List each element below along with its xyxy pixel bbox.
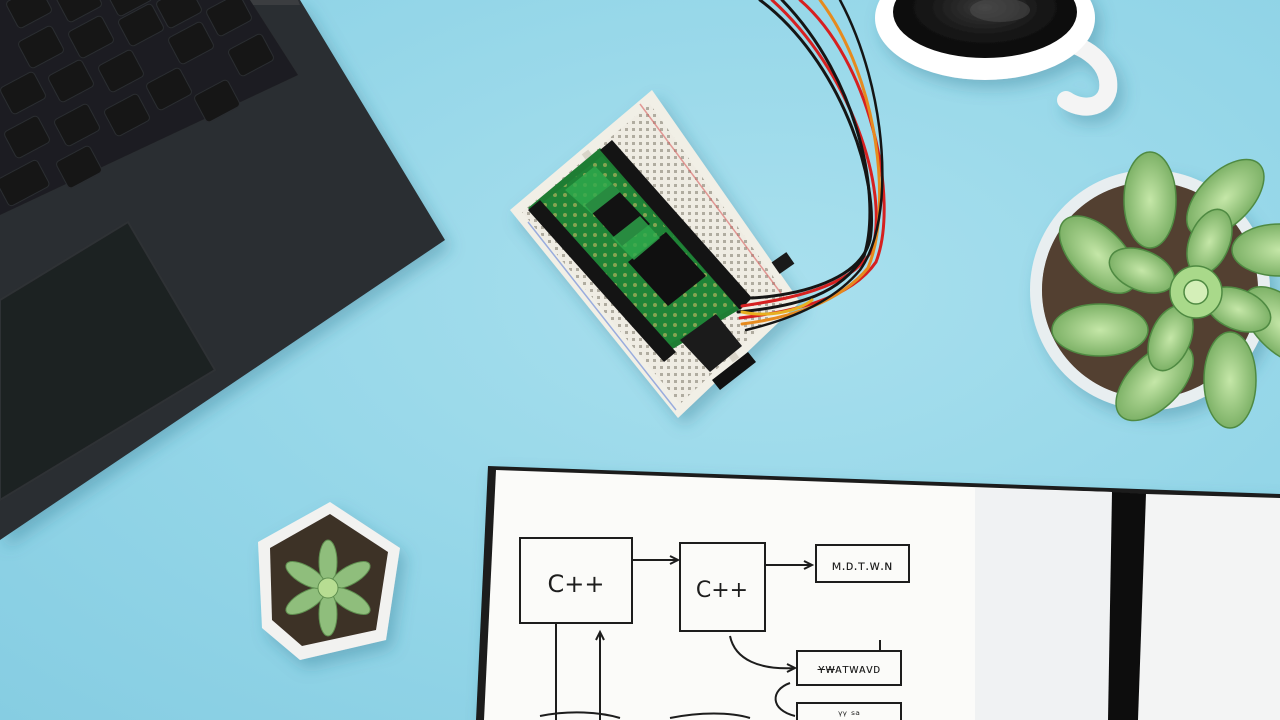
diagram-box-2-label: C++ [696, 578, 748, 603]
notebook-spine [1108, 492, 1146, 720]
laptop [0, 0, 445, 540]
flowchart-diagram [519, 537, 910, 720]
coffee-cup [875, 0, 1118, 116]
chip [628, 232, 706, 306]
succulent-leaves [1051, 151, 1280, 429]
keyboard-keys [0, 0, 274, 207]
diagram-box-4-label: ʏ̶ᴡ̶ᴀᴛᴡᴀᴠᴅ [817, 662, 880, 676]
diagram-labels: C++ C++ ᴍ.ᴅ.ᴛ.ᴡ.ɴ ʏ̶ᴡ̶ᴀᴛᴡᴀᴠᴅ ᵞᵞ ˢᵃ [548, 559, 893, 720]
succulent-small [258, 502, 400, 660]
trackpad [0, 220, 217, 502]
microcontroller-board [528, 140, 756, 390]
diagram-box-5-label: ᵞᵞ ˢᵃ [838, 708, 860, 720]
diagram-box-1-label: C++ [548, 570, 605, 598]
diagram-box-5 [796, 702, 902, 720]
diagram-box-3 [815, 544, 910, 583]
notebook [476, 466, 1280, 720]
diagram-box-3-label: ᴍ.ᴅ.ᴛ.ᴡ.ɴ [832, 559, 893, 574]
succulent-large [1030, 151, 1280, 429]
jumper-wires [736, 0, 886, 332]
diagram-box-1 [519, 537, 633, 624]
diagram-box-2 [679, 542, 766, 632]
